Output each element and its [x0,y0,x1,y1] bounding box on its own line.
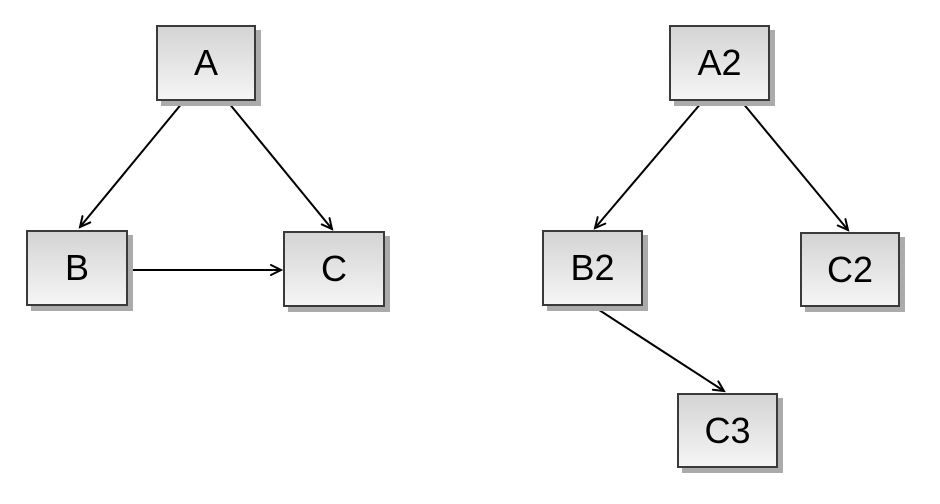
edge-A-to-C [227,101,334,231]
edge-A2-to-B2 [593,101,703,230]
node-label-C2: C2 [826,248,874,290]
node-label-C: C [321,248,347,289]
node-A[interactable]: A [156,25,256,101]
node-label-C3: C3 [704,409,751,451]
node-B2[interactable]: B2 [542,230,643,306]
node-C[interactable]: C [283,231,385,307]
node-label-B: B [64,247,89,288]
node-A2[interactable]: A2 [669,25,770,101]
node-label-A: A [193,42,218,83]
node-label-A2: A2 [697,42,742,83]
node-C2[interactable]: C2 [800,232,900,307]
edge-A-to-B [78,101,184,229]
node-B[interactable]: B [26,230,128,306]
node-C3[interactable]: C3 [677,393,778,468]
node-label-B2: B2 [570,247,615,288]
edge-A2-to-C2 [741,101,850,232]
edge-group [78,101,850,393]
edge-B2-to-C3 [592,305,726,393]
